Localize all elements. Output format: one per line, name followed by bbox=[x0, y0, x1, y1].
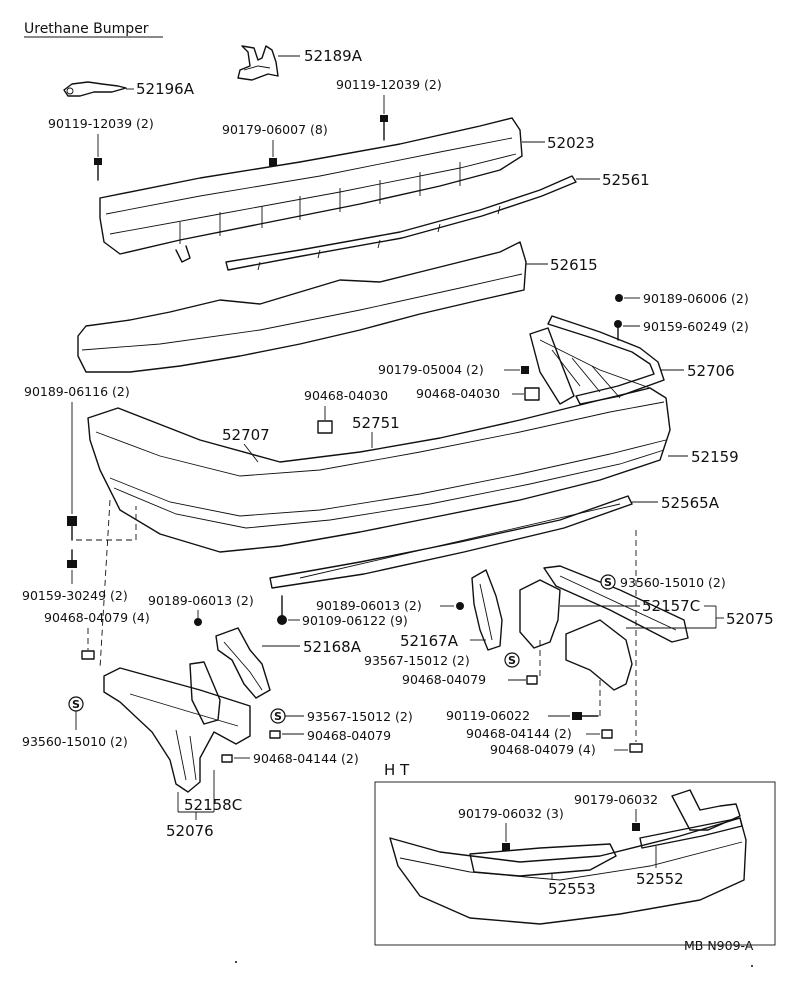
screw-90159-60249 bbox=[614, 320, 622, 341]
part-52023-reinforcement bbox=[99, 117, 523, 263]
diagram-title: Urethane Bumper bbox=[24, 21, 149, 37]
clip-90468-04030-a bbox=[317, 420, 333, 434]
label-52553: 52553 bbox=[548, 880, 596, 898]
label-90189-06013-left: 90189-06013 (2) bbox=[148, 593, 254, 608]
part-52552-molding bbox=[639, 817, 743, 849]
symbol-s-93560-right bbox=[600, 574, 616, 590]
clip-90468-04079-right bbox=[526, 675, 538, 685]
symbol-s-letter-left: S bbox=[72, 698, 80, 711]
nut-90179-06032-3 bbox=[502, 843, 510, 851]
label-52159: 52159 bbox=[691, 448, 739, 466]
label-90189-06006: 90189-06006 (2) bbox=[643, 291, 749, 306]
label-90468-04079-4: 90468-04079 (4) bbox=[44, 610, 150, 625]
clip-90468-04030-b bbox=[524, 387, 540, 401]
label-52751: 52751 bbox=[352, 414, 400, 432]
symbol-s-letter-middle: S bbox=[274, 710, 282, 723]
label-90159-60249: 90159-60249 (2) bbox=[643, 319, 749, 334]
nut-90179-05004 bbox=[521, 366, 529, 374]
label-90179-06032: 90179-06032 bbox=[574, 792, 658, 807]
bolt-90119-top bbox=[380, 115, 388, 141]
label-90179-06007: 90179-06007 (8) bbox=[222, 122, 328, 137]
clip-90468-04079-middle bbox=[269, 730, 281, 739]
part-52565A-molding bbox=[269, 495, 633, 589]
label-52565A: 52565A bbox=[661, 494, 720, 512]
label-90119-12039-top: 90119-12039 (2) bbox=[336, 77, 442, 92]
label-52157C: 52157C bbox=[642, 597, 700, 615]
symbol-s-93567-right bbox=[504, 652, 520, 668]
screw-90109-06122 bbox=[277, 595, 287, 625]
nut-90179-06007 bbox=[269, 158, 277, 166]
label-93567-15012-middle: 93567-15012 (2) bbox=[307, 709, 413, 724]
label-90119-12039-left: 90119-12039 (2) bbox=[48, 116, 154, 131]
label-90468-04030-b: 90468-04030 bbox=[416, 386, 500, 401]
label-93567-15012-right: 93567-15012 (2) bbox=[364, 653, 470, 668]
label-52023: 52023 bbox=[547, 134, 595, 152]
label-90179-05004: 90179-05004 (2) bbox=[378, 362, 484, 377]
screw-90189-06116 bbox=[67, 516, 77, 541]
part-52615-absorber bbox=[77, 241, 527, 373]
clip-90468-04079-4 bbox=[81, 650, 95, 660]
clip-90468-04079-right4 bbox=[629, 743, 643, 753]
drawing-code: MB N909-A bbox=[684, 938, 754, 953]
part-52196A-clip bbox=[63, 81, 127, 97]
label-52707: 52707 bbox=[222, 426, 270, 444]
guide-dashed-left-long bbox=[99, 499, 111, 669]
inset-title-ht: H T bbox=[384, 761, 410, 779]
symbol-s-letter-right: S bbox=[604, 576, 612, 589]
label-90159-30249: 90159-30249 (2) bbox=[22, 588, 128, 603]
scan-dot bbox=[751, 965, 753, 967]
label-52196A: 52196A bbox=[136, 80, 195, 98]
grommet-90189-06013-right bbox=[456, 602, 464, 610]
clip-90468-04144-right bbox=[601, 729, 613, 739]
bolt-90119-06022 bbox=[572, 712, 599, 720]
part-52157C-bracket bbox=[519, 565, 689, 691]
inset-box-ht bbox=[374, 781, 776, 946]
label-90189-06116: 90189-06116 (2) bbox=[24, 384, 130, 399]
label-52167A: 52167A bbox=[400, 632, 459, 650]
label-90468-04144-right: 90468-04144 (2) bbox=[466, 726, 572, 741]
part-52189A-bracket bbox=[237, 45, 279, 81]
grommet-90189-06006 bbox=[615, 294, 623, 302]
bolt-90119-left bbox=[94, 158, 102, 181]
label-52552: 52552 bbox=[636, 870, 684, 888]
label-90468-04079-right4: 90468-04079 (4) bbox=[490, 742, 596, 757]
guide-dashed-left-upper bbox=[76, 506, 137, 541]
part-52167A-stay bbox=[471, 569, 503, 651]
label-52189A: 52189A bbox=[304, 47, 363, 65]
label-52615: 52615 bbox=[550, 256, 598, 274]
leader-52707 bbox=[243, 443, 259, 463]
clip-90468-04144-left bbox=[221, 754, 233, 763]
part-52168A-stay bbox=[215, 627, 271, 699]
part-52561-strip bbox=[225, 175, 577, 271]
symbol-s-letter-right2: S bbox=[508, 654, 516, 667]
label-52076: 52076 bbox=[166, 822, 214, 840]
part-52159-bumper-cover bbox=[87, 327, 671, 553]
label-90468-04030-a: 90468-04030 bbox=[304, 388, 388, 403]
label-52561: 52561 bbox=[602, 171, 650, 189]
label-90189-06013-right: 90189-06013 (2) bbox=[316, 598, 422, 613]
label-52075: 52075 bbox=[726, 610, 774, 628]
inset-ht-bumper-cover bbox=[389, 789, 747, 925]
label-90468-04144-left: 90468-04144 (2) bbox=[253, 751, 359, 766]
part-52553-molding bbox=[469, 843, 617, 877]
part-52158C-bracket bbox=[103, 661, 251, 793]
label-52158C: 52158C bbox=[184, 796, 242, 814]
label-93560-15010-left: 93560-15010 (2) bbox=[22, 734, 128, 749]
label-93560-15010-right: 93560-15010 (2) bbox=[620, 575, 726, 590]
label-90468-04079-middle: 90468-04079 bbox=[307, 728, 391, 743]
label-52168A: 52168A bbox=[303, 638, 362, 656]
screw-90159-30249 bbox=[67, 549, 77, 568]
nut-90179-06032 bbox=[632, 823, 640, 831]
label-52706: 52706 bbox=[687, 362, 735, 380]
label-90468-04079-right: 90468-04079 bbox=[402, 672, 486, 687]
grommet-90189-06013-left bbox=[194, 618, 202, 626]
scan-dot bbox=[235, 961, 237, 963]
label-90179-06032-3: 90179-06032 (3) bbox=[458, 806, 564, 821]
label-90119-06022: 90119-06022 bbox=[446, 708, 530, 723]
part-52706-retainer bbox=[547, 315, 665, 405]
label-90109-06122: 90109-06122 (9) bbox=[302, 613, 408, 628]
